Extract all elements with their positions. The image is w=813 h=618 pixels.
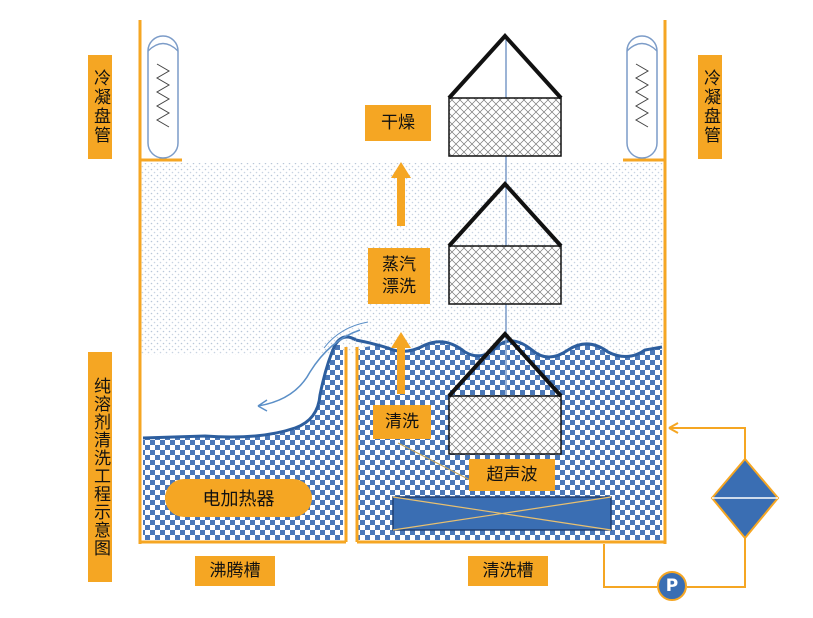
process-title: 纯溶剂清洗工程示意图 [88, 352, 112, 582]
ultrasonic-transducer [392, 496, 612, 531]
filter [710, 457, 780, 540]
basket-steam-rinse [447, 181, 563, 305]
ultrasonic-label: 超声波 [469, 459, 555, 491]
wash-label: 清洗 [373, 405, 431, 439]
upward-arrows [391, 162, 411, 394]
condenser-label-right: 冷凝盘管 [698, 55, 722, 159]
condenser-coil-left [147, 35, 179, 159]
basket-dry [447, 33, 563, 157]
dry-label: 干燥 [365, 105, 431, 141]
overflow-arrow [257, 329, 361, 407]
tank-walls [138, 20, 667, 544]
steam-rinse-label: 蒸汽 漂洗 [368, 248, 430, 304]
pump-icon: P [657, 571, 687, 601]
boiling-tank-label: 沸腾槽 [195, 556, 275, 586]
wash-tank-label: 清洗槽 [468, 556, 548, 586]
circulation-loop [603, 427, 746, 588]
condenser-label-left: 冷凝盘管 [88, 55, 112, 159]
condenser-coil-right [626, 35, 658, 159]
overflow-arrow-2 [323, 321, 369, 349]
ultrasonic-pointer [397, 442, 471, 481]
electric-heater: 电加热器 [165, 479, 312, 517]
overflow-arrowhead [257, 399, 268, 412]
circulation-arrowhead [668, 422, 679, 434]
basket-wash [447, 331, 563, 455]
